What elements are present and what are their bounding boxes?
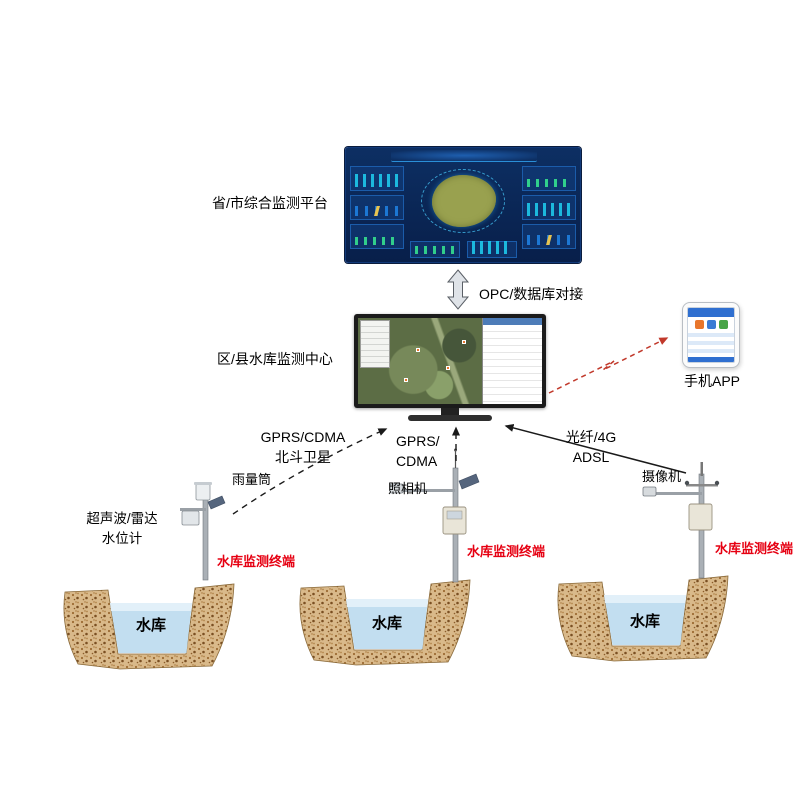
monitor-stand-neck [441, 408, 459, 415]
fiber-line2: ADSL [572, 449, 610, 466]
terminal-label-3: 水库监测终端 [715, 541, 794, 556]
monitor-display [358, 318, 542, 404]
province-platform-screen [345, 147, 581, 263]
phone-app-label: 手机APP [683, 373, 740, 389]
station-1 [180, 482, 226, 581]
water-level-line1: 超声波/雷达 [86, 511, 158, 526]
phone-link-arrow [548, 337, 669, 394]
dashboard-panel [522, 195, 576, 220]
wind-sensor-icon [684, 480, 690, 486]
phone-data-rows [688, 333, 734, 357]
water-level-label: 超声波/雷达 水位计 [78, 509, 166, 550]
photo-camera-icon [389, 483, 404, 494]
map-ring [421, 169, 505, 233]
monitor-layer-panel [360, 320, 390, 368]
fiber-label: 光纤/4G ADSL [556, 427, 626, 468]
station-marker-icon [446, 366, 450, 370]
platform-label: 省/市综合监测平台 [212, 195, 328, 211]
reservoir-label-1: 水库 [135, 617, 166, 634]
station-marker-icon [462, 340, 466, 344]
reservoir-label-2: 水库 [371, 615, 402, 632]
dashboard-header-bar [391, 150, 537, 162]
app-icon [706, 320, 716, 329]
gprs-line1: GPRS/ [396, 433, 440, 449]
dashboard-panel [410, 241, 460, 258]
station-3 [642, 462, 720, 579]
terminal-label-1: 水库监测终端 [217, 554, 296, 569]
dashboard-panel [467, 241, 517, 258]
phone-app-header [688, 308, 734, 317]
phone-app-icons [688, 317, 734, 333]
gprs-label: GPRS/ CDMA [396, 431, 450, 472]
dashboard-panel [350, 224, 404, 249]
gprs-beidou-label: GPRS/CDMA 北斗卫星 [255, 427, 351, 468]
video-camera-icon [642, 486, 657, 497]
opc-link-label: OPC/数据库对接 [479, 286, 584, 302]
water-level-line2: 水位计 [101, 531, 143, 547]
gprs-beidou-line2: 北斗卫星 [275, 449, 331, 466]
fiber-link-arrow [504, 424, 687, 474]
monitor-data-table [482, 318, 542, 404]
photo-camera-label: 照相机 [388, 481, 428, 496]
terminal-label-2: 水库监测终端 [467, 544, 546, 559]
terminal-box-3-icon [688, 503, 713, 531]
opc-double-arrow [446, 269, 470, 310]
terminal-box-1-icon [181, 510, 200, 526]
province-map-shape [432, 175, 496, 227]
dashboard-panel [350, 195, 404, 220]
station-marker-icon [416, 348, 420, 352]
rain-gauge-label: 雨量筒 [232, 472, 272, 487]
reservoir-label-3: 水库 [629, 613, 660, 630]
dashboard-panel [350, 166, 404, 191]
center-label: 区/县水库监测中心 [217, 351, 333, 367]
phone-screen [687, 307, 735, 363]
rain-gauge-icon [195, 483, 211, 501]
table-header [483, 318, 542, 325]
fiber-line1: 光纤/4G [565, 429, 617, 445]
gprs-line2: CDMA [396, 453, 438, 470]
dashboard-panel [522, 166, 576, 191]
solar-panel-icon [207, 495, 226, 510]
phone-footer-bar [688, 357, 734, 362]
app-icon [718, 320, 728, 329]
county-monitor-screen [354, 314, 546, 408]
app-icon [694, 320, 704, 329]
dashboard-panel [522, 224, 576, 249]
monitor-stand-base [408, 415, 492, 421]
mobile-phone [682, 302, 740, 368]
station-marker-icon [404, 378, 408, 382]
solar-panel-icon [458, 473, 480, 490]
gprs-beidou-line1: GPRS/CDMA [260, 429, 346, 445]
dashboard-map [412, 166, 516, 238]
video-camera-label: 摄像机 [642, 469, 682, 484]
